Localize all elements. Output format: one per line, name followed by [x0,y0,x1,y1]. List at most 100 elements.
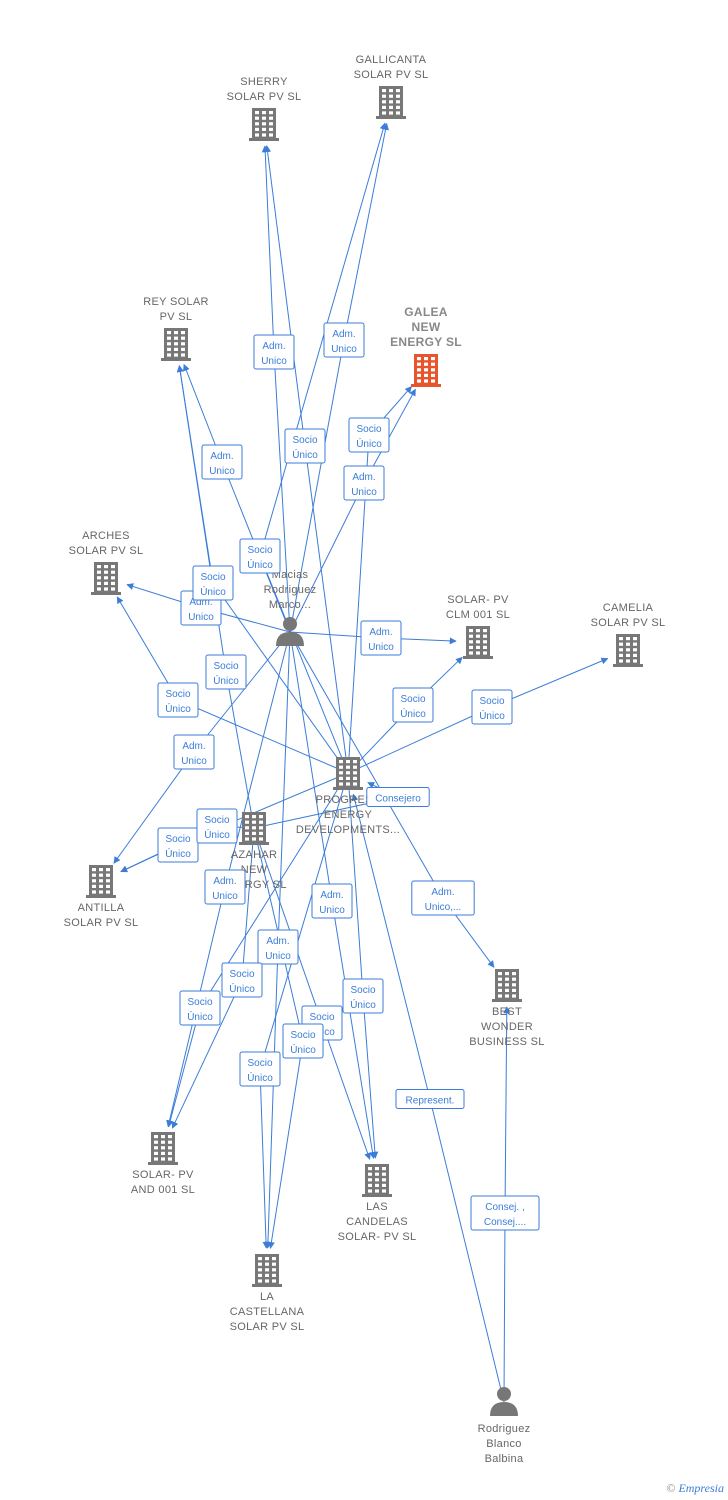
edge-label-balbina-progress[interactable]: Represent. [395,1089,465,1109]
building-icon[interactable] [252,1254,282,1287]
edge-label-box[interactable] [411,880,475,916]
edge-label-macias-galea[interactable]: Adm.Unico [343,465,385,501]
edge-label-azahar-progress[interactable]: Consejero [366,787,430,807]
edge-label-box[interactable] [239,538,281,574]
edge-label-macias-lacastellana[interactable]: Adm.Unico [257,929,299,965]
edge-label-macias-antilla[interactable]: Adm.Unico [173,734,215,770]
building-icon[interactable] [376,86,406,119]
building-icon[interactable] [613,634,643,667]
edge-label-box[interactable] [395,1089,465,1109]
edge-label-box[interactable] [392,687,434,723]
edge-label-box[interactable] [366,787,430,807]
edge-label-box[interactable] [239,1051,281,1087]
edge-label-box[interactable] [284,428,326,464]
edge-label-macias-lascandelas[interactable]: Adm.Unico [311,883,353,919]
edge-label-box[interactable] [179,990,221,1026]
building-icon[interactable] [161,328,191,361]
edge-label-box[interactable] [342,978,384,1014]
person-icon[interactable] [276,617,304,646]
edge-label-box[interactable] [201,444,243,480]
node-macias[interactable]: MaciasRodriguezMarco... [264,569,317,646]
edge-label-text: Adm. [182,741,205,752]
building-window [633,637,637,641]
building-icon[interactable] [333,757,363,790]
edge-label-box[interactable] [157,827,199,863]
edge-label-box[interactable] [173,734,215,770]
edge-label-box[interactable] [282,1023,324,1059]
edge-label-box[interactable] [253,334,295,370]
edge-macias-gallicanta [289,122,389,633]
edge-label-balbina-bestwonder[interactable]: Consej. ,Consej.... [470,1195,540,1231]
building-icon[interactable] [148,1132,178,1165]
edge-label-macias-gallicanta[interactable]: Adm.Unico [323,322,365,358]
brand-logo-text[interactable]: Empresia [678,1481,724,1495]
building-window [633,653,637,657]
building-icon[interactable] [411,354,441,387]
edge-label-box[interactable] [470,1195,540,1231]
edge-label-box[interactable] [192,565,234,601]
building-window [272,1262,276,1266]
building-icon[interactable] [249,108,279,141]
edge-label-macias-solarand[interactable]: Adm.Unico [204,869,246,905]
edge-label-box[interactable] [348,417,390,453]
edge-label-macias-solarclm[interactable]: Adm.Unico [360,620,402,656]
edge-label-box[interactable] [471,689,513,725]
edge-label-macias-sherry[interactable]: Adm.Unico [253,334,295,370]
building-window [382,1178,386,1182]
edge-label-box[interactable] [221,962,263,998]
edge-label-box[interactable] [360,620,402,656]
edge-label-box[interactable] [311,883,353,919]
edge-label-box[interactable] [257,929,299,965]
building-window [353,782,357,786]
building-icon[interactable] [239,812,269,845]
edge-label-box[interactable] [196,808,238,844]
edge-label-macias-bestwonder[interactable]: Adm.Unico,... [411,880,475,916]
edge-label-macias-rey[interactable]: Adm.Unico [201,444,243,480]
building-icon[interactable] [492,969,522,1002]
building-window [92,873,96,877]
edge-label-box[interactable] [205,654,247,690]
edge-label-box[interactable] [157,682,199,718]
building-icon[interactable] [463,626,493,659]
building-icon[interactable] [86,865,116,898]
building-icon[interactable] [91,562,121,595]
edge-label-box[interactable] [323,322,365,358]
person-icon[interactable] [490,1387,518,1416]
person-head [283,617,297,631]
node-label: DEVELOPMENTS... [296,824,400,836]
building-icon[interactable] [362,1164,392,1197]
edge-label-box[interactable] [204,869,246,905]
building-window [417,373,421,377]
edge-label-text: Adm. [262,341,285,352]
edge-label-box[interactable] [343,465,385,501]
node-progress[interactable]: PROGRESSENERGYDEVELOPMENTS... [296,757,400,836]
